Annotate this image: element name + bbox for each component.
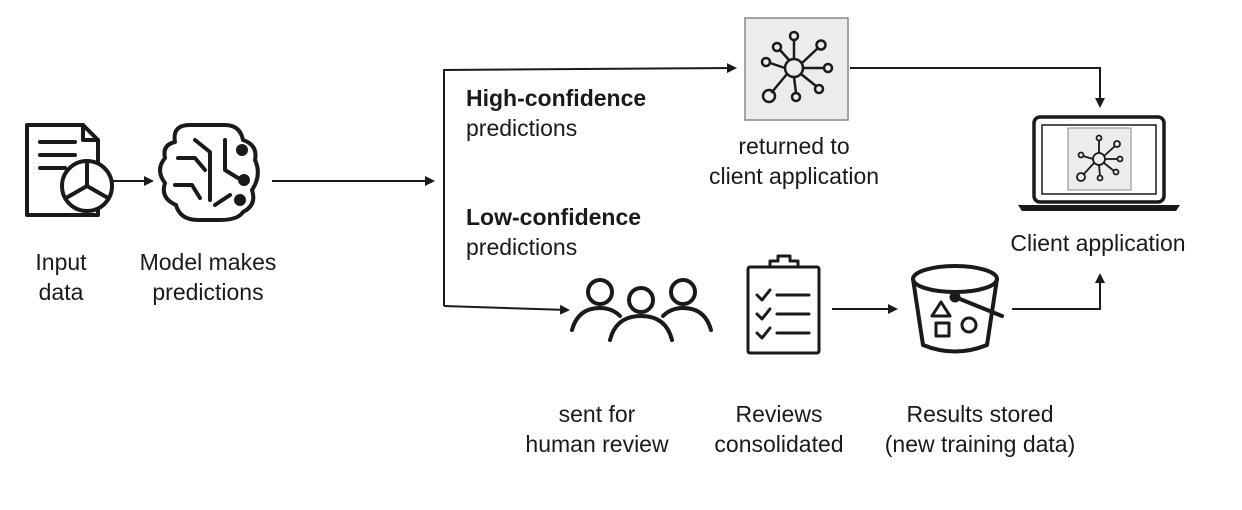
high-confidence-title: High-confidence (466, 85, 647, 111)
client-application-label-text: Client application (1010, 230, 1186, 256)
arrow-high-confidence (443, 63, 737, 306)
results-label-line1: Results stored (906, 401, 1054, 427)
reviews-label-line1: Reviews (735, 401, 823, 427)
model-label-line2: predictions (152, 279, 264, 305)
laptop-icon (1018, 115, 1180, 211)
high-confidence-label: High-confidence predictions (466, 83, 646, 143)
network-hub-icon (744, 17, 849, 121)
returned-label: returned to client application (688, 131, 900, 191)
arrow-low-confidence (443, 304, 570, 315)
bucket-shapes-icon (911, 264, 1004, 354)
model-label-line1: Model makes (139, 249, 277, 275)
low-confidence-label: Low-confidence predictions (466, 202, 641, 262)
input-data-label: Input data (22, 247, 100, 307)
reviews-label: Reviews consolidated (700, 399, 858, 459)
client-application-label: Client application (993, 228, 1203, 258)
low-confidence-title: Low-confidence (466, 204, 642, 230)
human-review-label-line2: human review (525, 431, 669, 457)
high-confidence-subtitle: predictions (466, 115, 578, 141)
returned-label-line1: returned to (738, 133, 850, 159)
input-data-label-line2: data (38, 279, 84, 305)
results-label: Results stored (new training data) (867, 399, 1093, 459)
people-group-icon (570, 278, 713, 342)
returned-label-line2: client application (708, 163, 880, 189)
arrow-returned-to-client (850, 67, 1105, 108)
results-label-line2: (new training data) (884, 431, 1076, 457)
reviews-label-line2: consolidated (714, 431, 844, 457)
clipboard-checklist-icon (746, 254, 821, 355)
input-data-label-line1: Input (35, 249, 87, 275)
arrow-results-to-client (1012, 273, 1105, 310)
low-confidence-subtitle: predictions (466, 234, 578, 260)
brain-circuit-icon (158, 123, 260, 222)
model-label: Model makes predictions (128, 247, 288, 307)
human-review-label-line1: sent for (558, 401, 636, 427)
human-review-label: sent for human review (508, 399, 686, 459)
document-pie-icon (25, 123, 114, 217)
